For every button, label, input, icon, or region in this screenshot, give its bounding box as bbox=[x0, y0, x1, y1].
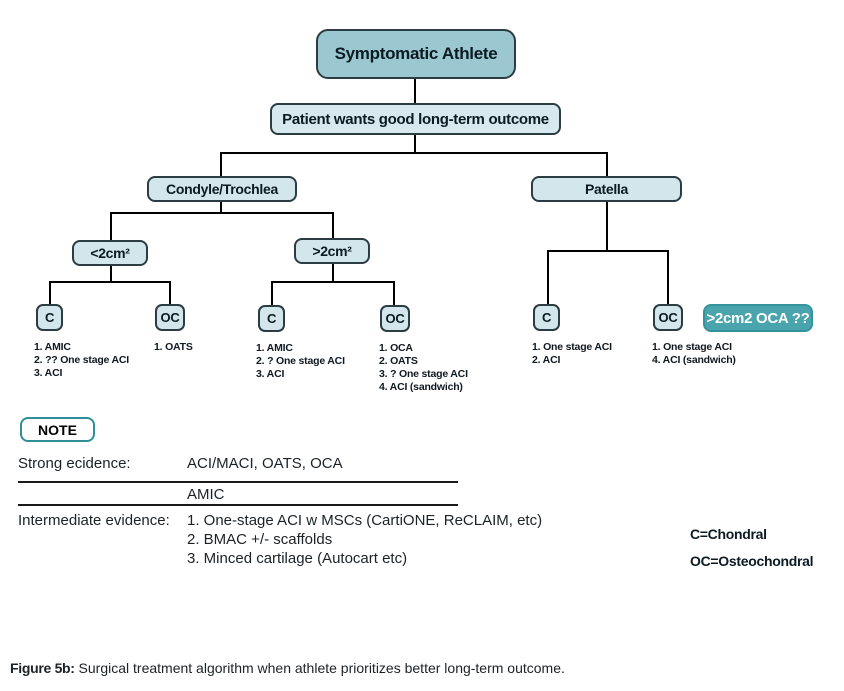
option-item: 3. ACI bbox=[256, 368, 285, 380]
note-badge: NOTE bbox=[20, 417, 95, 442]
connector-large-split bbox=[332, 263, 334, 283]
options-patella-chondral: 1. One stage ACI 2. ACI bbox=[532, 341, 612, 367]
option-item: 3. ? One stage ACI bbox=[379, 368, 468, 380]
connector-patella-split bbox=[606, 200, 608, 252]
legend-chondral: C=Chondral bbox=[690, 526, 767, 542]
options-large-osteochondral: 1. OCA 2. OATS 3. ? One stage ACI 4. ACI… bbox=[379, 342, 468, 394]
intermediate-item: 1. One-stage ACI w MSCs (CartiONE, ReCLA… bbox=[187, 512, 543, 529]
node-symptomatic-athlete: Symptomatic Athlete bbox=[316, 29, 516, 79]
connector-small-split bbox=[110, 265, 112, 283]
option-item: 2. ACI bbox=[532, 354, 561, 366]
connector-decision-split bbox=[414, 135, 416, 154]
option-item: 1. OATS bbox=[154, 341, 193, 353]
connector-patella-oc bbox=[667, 250, 669, 306]
node-small-chondral: C bbox=[36, 304, 63, 331]
table-rule-top bbox=[18, 481, 458, 483]
connector-large-horizontal bbox=[271, 281, 395, 283]
node-size-small: <2cm² bbox=[72, 240, 148, 266]
option-item: 2. ? One stage ACI bbox=[256, 355, 345, 367]
connector-level2-horizontal bbox=[220, 152, 608, 154]
connector-condyle-split bbox=[220, 200, 222, 214]
node-patella-osteochondral: OC bbox=[653, 304, 683, 331]
strong-evidence-value: ACI/MACI, OATS, OCA bbox=[187, 455, 343, 472]
intermediate-evidence-term: Intermediate evidence: bbox=[18, 512, 170, 529]
option-item: 3. ACI bbox=[34, 367, 63, 379]
callout-oca-question: >2cm2 OCA ?? bbox=[703, 304, 813, 332]
connector-patella-c bbox=[547, 250, 549, 306]
option-item: 4. ACI (sandwich) bbox=[379, 381, 463, 393]
option-item: 1. OCA bbox=[379, 342, 413, 354]
options-small-osteochondral: 1. OATS bbox=[154, 341, 193, 354]
legend-osteochondral: OC=Osteochondral bbox=[690, 553, 814, 569]
option-item: 1. AMIC bbox=[256, 342, 293, 354]
connector-patella-horizontal bbox=[547, 250, 669, 252]
node-size-large: >2cm² bbox=[294, 238, 370, 264]
intermediate-evidence-items: 1. One-stage ACI w MSCs (CartiONE, ReCLA… bbox=[187, 511, 542, 568]
middle-evidence-value: AMIC bbox=[187, 486, 225, 503]
connector-to-patella bbox=[606, 152, 608, 178]
options-small-chondral: 1. AMIC 2. ?? One stage ACI 3. ACI bbox=[34, 341, 129, 380]
figure-caption: Figure 5b: Surgical treatment algorithm … bbox=[10, 660, 565, 676]
connector-small-oc bbox=[169, 281, 171, 306]
connector-large-oc bbox=[393, 281, 395, 307]
intermediate-item: 3. Minced cartilage (Autocart etc) bbox=[187, 550, 408, 567]
node-condyle-trochlea: Condyle/Trochlea bbox=[147, 176, 297, 202]
node-small-osteochondral: OC bbox=[155, 304, 185, 331]
connector-root-decision bbox=[414, 79, 416, 105]
node-large-chondral: C bbox=[258, 305, 285, 332]
node-patella: Patella bbox=[531, 176, 682, 202]
table-rule-bottom bbox=[18, 504, 458, 506]
options-patella-osteochondral: 1. One stage ACI 4. ACI (sandwich) bbox=[652, 341, 736, 367]
intermediate-item: 2. BMAC +/- scaffolds bbox=[187, 531, 333, 548]
option-item: 1. One stage ACI bbox=[652, 341, 732, 353]
connector-large-c bbox=[271, 281, 273, 307]
connector-small-c bbox=[49, 281, 51, 306]
figure-caption-prefix: Figure 5b: bbox=[10, 660, 75, 676]
connector-to-small bbox=[110, 212, 112, 242]
strong-evidence-term: Strong ecidence: bbox=[18, 455, 131, 472]
option-item: 1. One stage ACI bbox=[532, 341, 612, 353]
option-item: 1. AMIC bbox=[34, 341, 71, 353]
connector-to-large bbox=[332, 212, 334, 240]
connector-small-horizontal bbox=[49, 281, 171, 283]
figure-caption-text: Surgical treatment algorithm when athlet… bbox=[74, 660, 565, 676]
connector-to-condyle bbox=[220, 152, 222, 178]
options-large-chondral: 1. AMIC 2. ? One stage ACI 3. ACI bbox=[256, 342, 345, 381]
node-patella-chondral: C bbox=[533, 304, 560, 331]
node-large-osteochondral: OC bbox=[380, 305, 410, 332]
option-item: 4. ACI (sandwich) bbox=[652, 354, 736, 366]
connector-sizes-horizontal bbox=[110, 212, 334, 214]
option-item: 2. ?? One stage ACI bbox=[34, 354, 129, 366]
node-patient-outcome: Patient wants good long-term outcome bbox=[270, 103, 561, 135]
option-item: 2. OATS bbox=[379, 355, 418, 367]
